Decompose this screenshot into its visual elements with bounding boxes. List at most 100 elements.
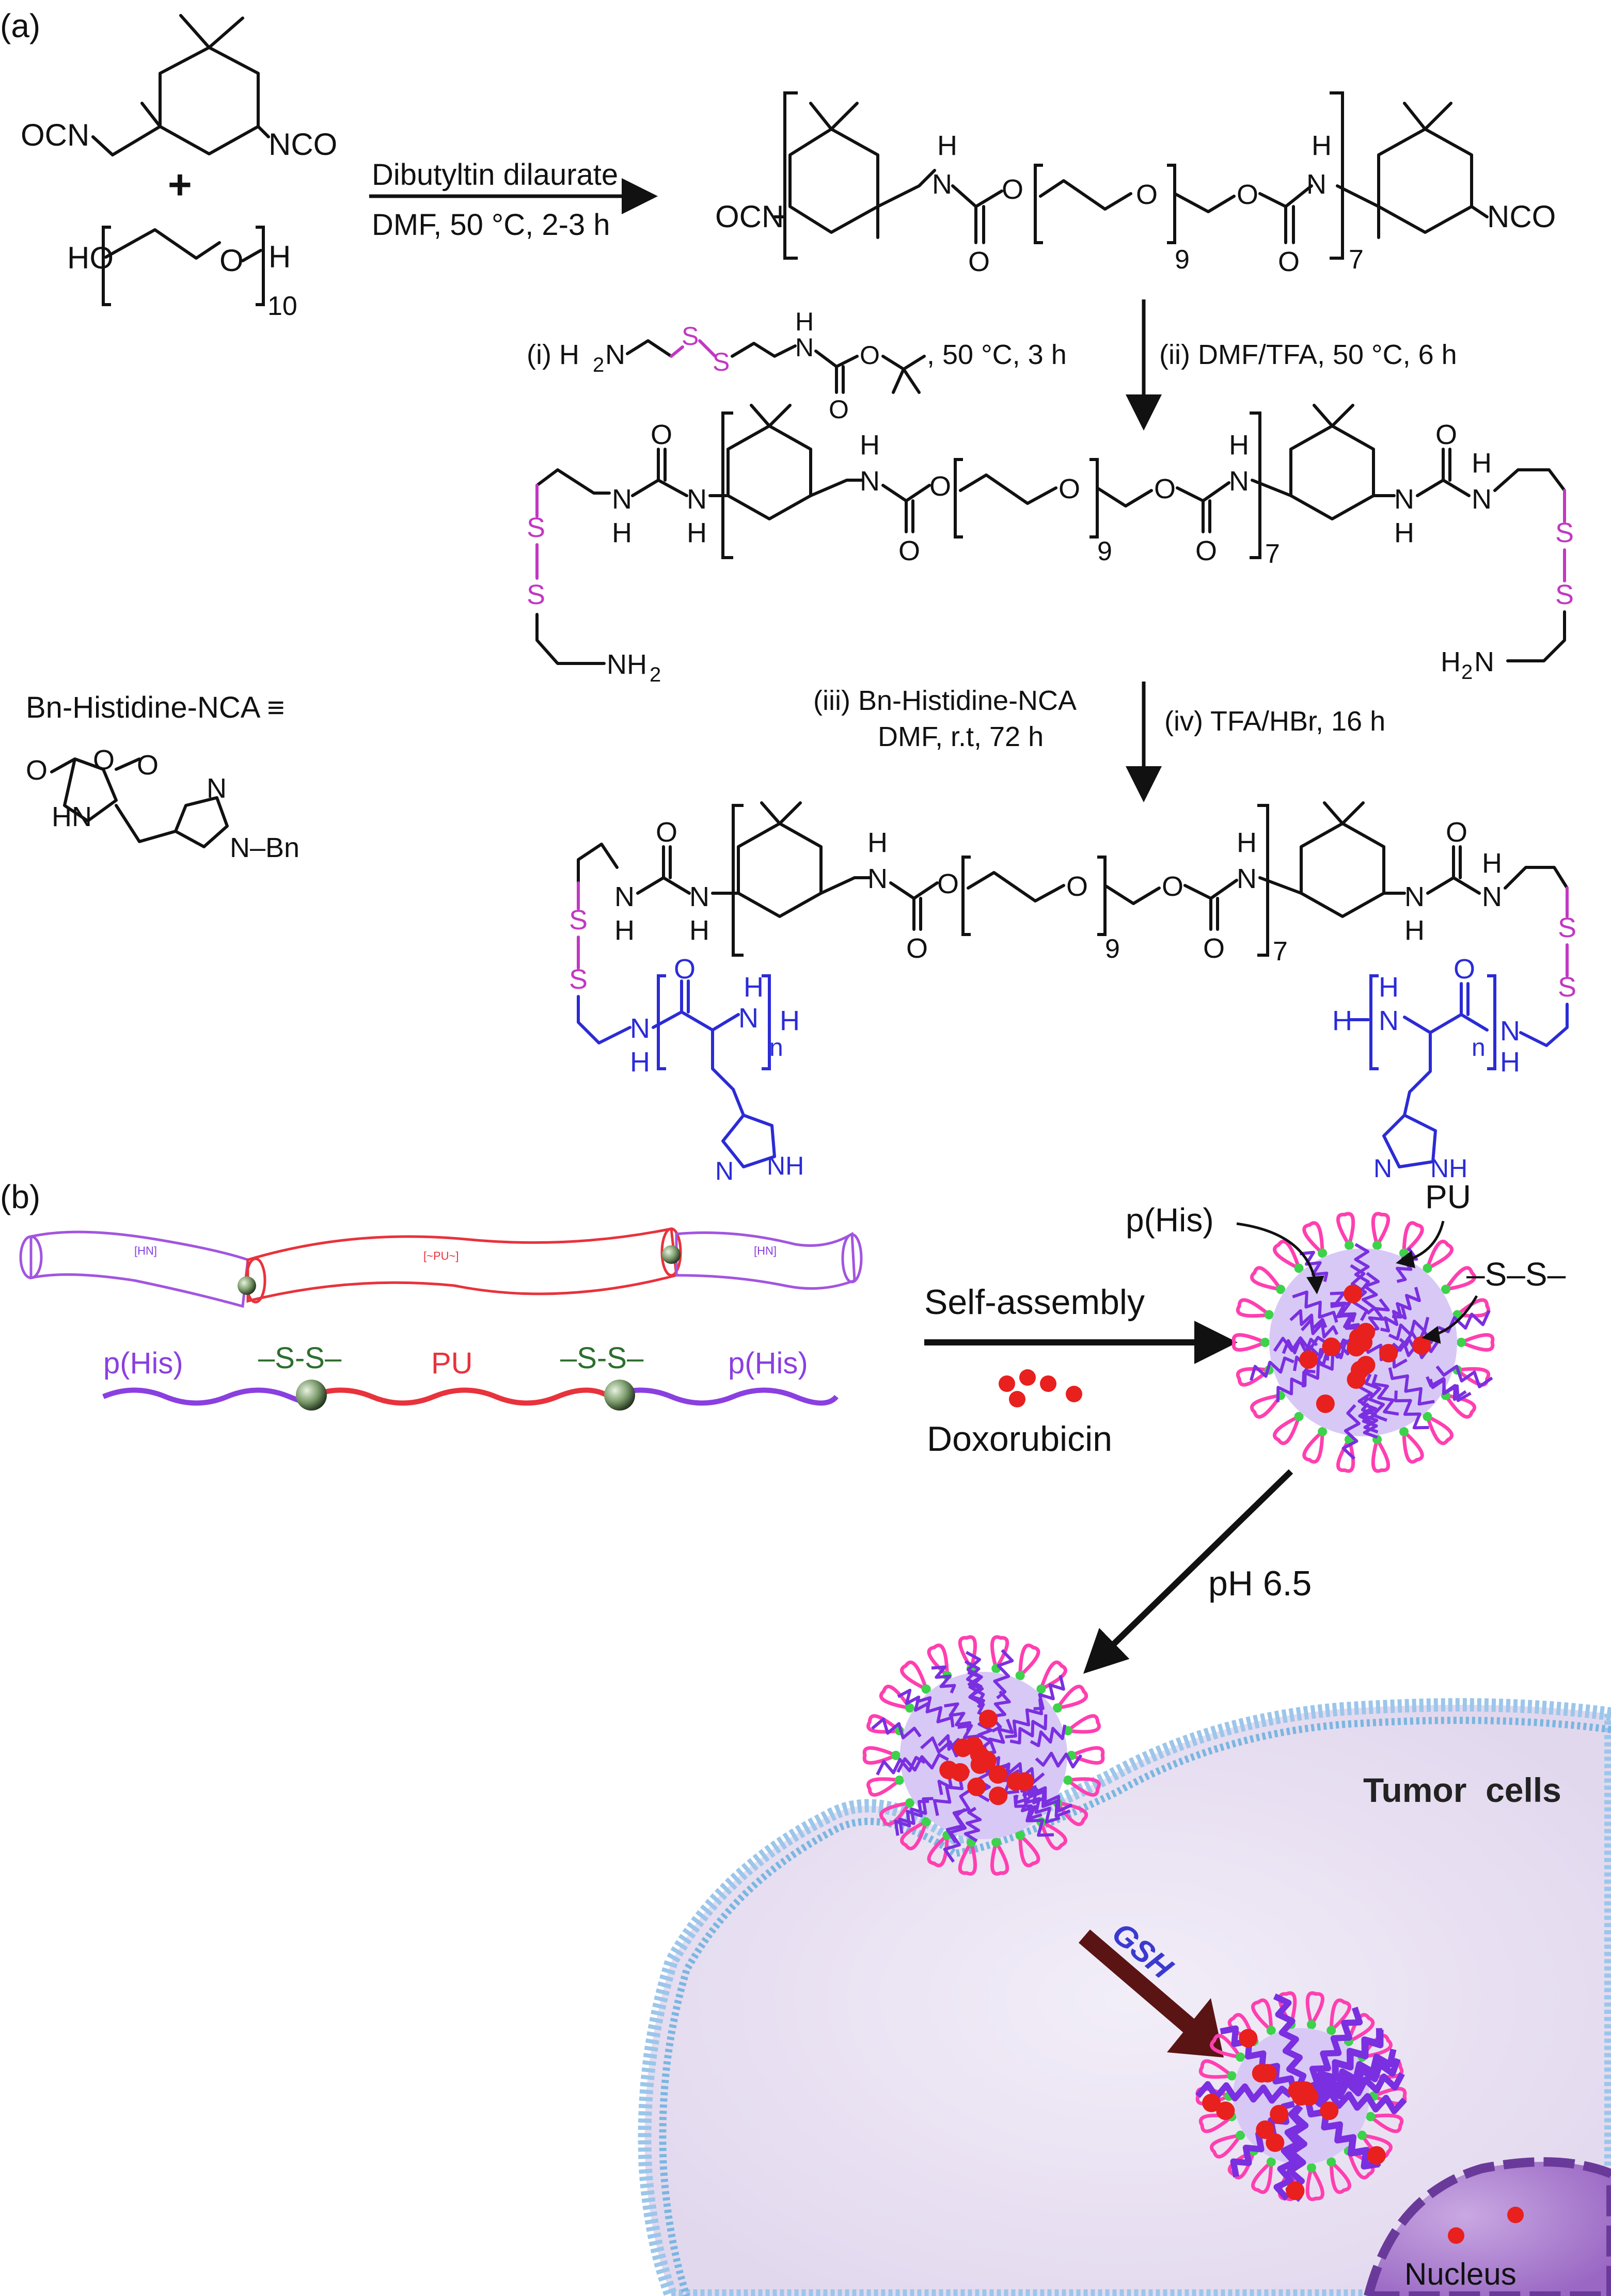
disulfide-dot: [1423, 1412, 1432, 1421]
phis-chain: [944, 1702, 972, 1732]
pu-loop: [1305, 2166, 1324, 2202]
drug-loaded-micelle: [1231, 1212, 1495, 1473]
svg-text:H: H: [937, 130, 957, 161]
self-assembly-label: Self-assembly: [924, 1282, 1145, 1322]
panel-a-label: (a): [0, 7, 40, 44]
svg-text:S: S: [527, 512, 545, 543]
doxorubicin-dot: [1216, 2101, 1235, 2120]
phis-chain: [1289, 1309, 1328, 1331]
ss-pointer: [1422, 1295, 1478, 1344]
svg-text:N: N: [1404, 881, 1425, 912]
pu-loop: [1444, 1394, 1476, 1419]
pu-loop: [1371, 1212, 1390, 1246]
phis-chain: [1364, 1373, 1387, 1422]
phis-chain: [993, 1649, 1014, 1700]
svg-text:O: O: [1446, 817, 1467, 848]
svg-text:O: O: [93, 745, 115, 775]
pu-loop: [900, 1820, 928, 1850]
disulfide-dot: [1266, 2157, 1276, 2167]
reactant-ipdi: OCN NCO: [21, 14, 337, 162]
phis-chain: [1341, 1404, 1361, 1460]
svg-text:N: N: [1373, 1154, 1392, 1183]
disulfide-dot: [1366, 2112, 1376, 2121]
phis-chain: [964, 1807, 982, 1843]
doxorubicin-dot: [1299, 1350, 1318, 1369]
svg-text:O: O: [968, 246, 990, 277]
phis-chain: [1013, 1795, 1054, 1837]
disulfide-dot: [1306, 2020, 1316, 2030]
disulfide-dot: [1318, 1248, 1328, 1258]
svg-text:N: N: [614, 881, 635, 912]
pu-loop: [1302, 1221, 1324, 1255]
svg-text:H: H: [1312, 130, 1332, 161]
svg-text:NH: NH: [1430, 1154, 1467, 1183]
phis-chain: [1273, 1336, 1328, 1352]
phis-chain: [1330, 1303, 1360, 1334]
pu-loop: [1018, 1834, 1040, 1867]
pu-loop: [1371, 1438, 1390, 1473]
phis-chain: [894, 1799, 929, 1836]
pu-loop: [1056, 1685, 1088, 1710]
disulfide-dot: [1399, 1427, 1409, 1436]
svg-text:O: O: [137, 750, 159, 781]
svg-text:O: O: [1237, 179, 1258, 210]
svg-text:N: N: [1394, 484, 1414, 515]
doxorubicin-dot: [988, 1765, 1007, 1784]
pu-loop: [927, 1643, 949, 1677]
svg-text:DMF, r.t, 72 h: DMF, r.t, 72 h: [878, 721, 1044, 752]
svg-text:O: O: [906, 933, 928, 964]
doxorubicin-dot: [978, 1751, 997, 1770]
pu-loop: [862, 1746, 897, 1765]
svg-text:H: H: [1500, 1047, 1520, 1078]
phis-chain: [1361, 1402, 1378, 1439]
phis-chain: [1273, 1993, 1307, 2087]
phis-chain: [1027, 1784, 1073, 1813]
phis-chain: [1368, 1298, 1390, 1332]
pu-loop: [1250, 1266, 1283, 1291]
doxorubicin-dot: [1015, 1772, 1034, 1791]
svg-text:O: O: [1195, 535, 1217, 566]
svg-text:H: H: [1394, 517, 1414, 548]
svg-text:N: N: [605, 339, 625, 370]
catalyst-label: Dibutyltin dilaurate: [372, 158, 618, 192]
phis-chain: [965, 1660, 985, 1715]
svg-text:n: n: [769, 1034, 783, 1062]
doxorubicin-dot: [951, 1763, 970, 1782]
svg-text:H: H: [860, 430, 880, 461]
phis-chain: [1035, 1751, 1083, 1769]
step1-conditions: DMF, 50 °C, 2-3 h: [372, 208, 610, 242]
svg-text:O: O: [829, 395, 849, 424]
pu-loop: [1251, 2160, 1273, 2194]
pu-loop: [1302, 1430, 1324, 1464]
svg-text:2: 2: [593, 354, 604, 376]
svg-text:S: S: [1555, 517, 1574, 548]
svg-text:(i) H: (i) H: [527, 339, 579, 370]
pu-loop: [958, 1841, 977, 1876]
phis-chain: [1306, 2006, 1363, 2091]
svg-text:N: N: [867, 863, 888, 894]
doxorubicin-dot: [1294, 2086, 1313, 2105]
phis-chain: [1395, 1247, 1418, 1283]
phis-chain: [1435, 1365, 1493, 1388]
nco-label: NCO: [268, 127, 337, 162]
svg-text:O: O: [674, 954, 696, 985]
svg-text:9: 9: [1105, 934, 1120, 964]
svg-text:(iv) TFA/HBr, 16 h: (iv) TFA/HBr, 16 h: [1164, 706, 1385, 737]
phis-chain: [1371, 1374, 1399, 1416]
disulfide-dot: [905, 1703, 914, 1713]
svg-text:H: H: [867, 827, 888, 858]
n-label: N: [795, 333, 814, 362]
disulfide-dot: [1326, 2157, 1336, 2167]
pu-loop: [1305, 1991, 1324, 2026]
doxorubicin-dot: [1256, 2120, 1275, 2139]
micelle-phis-label: p(His): [1126, 1201, 1214, 1239]
svg-text:H: H: [612, 517, 632, 548]
svg-text:H: H: [1229, 430, 1249, 461]
step2-conditions: (ii) DMF/TFA, 50 °C, 6 h: [1159, 339, 1457, 370]
phis-chain: [965, 1651, 985, 1705]
svg-text:S: S: [713, 347, 730, 376]
svg-text:O: O: [929, 471, 951, 502]
pu-loop: [1066, 1777, 1101, 1797]
product3-structure: S S N H O N NH H N n H N H O N H H N: [569, 801, 1576, 1185]
svg-text:S: S: [1555, 579, 1574, 610]
